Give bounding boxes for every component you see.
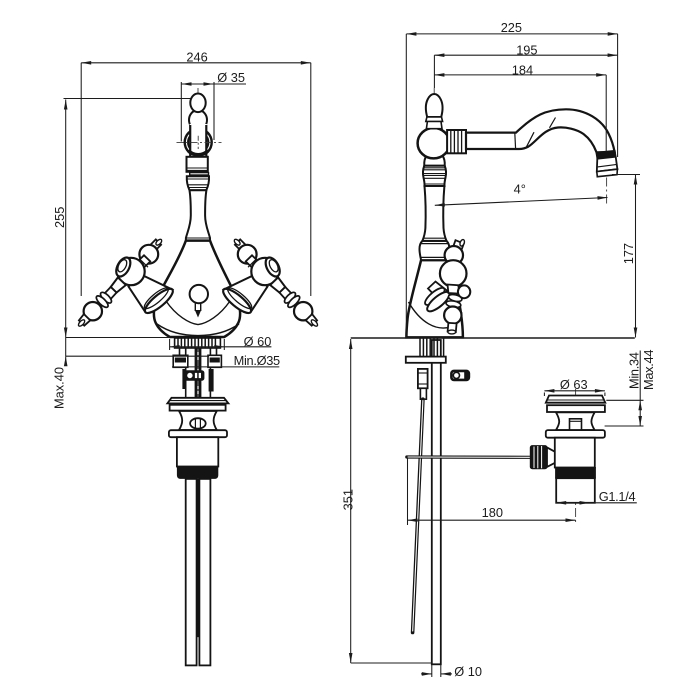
- svg-text:225: 225: [501, 20, 522, 35]
- svg-text:Min.34: Min.34: [627, 352, 642, 389]
- svg-text:Ø 10: Ø 10: [454, 664, 482, 679]
- svg-text:G1.1/4: G1.1/4: [599, 489, 636, 504]
- svg-text:351: 351: [340, 489, 355, 510]
- svg-text:195: 195: [516, 42, 537, 57]
- svg-text:184: 184: [512, 62, 533, 77]
- svg-text:Max.44: Max.44: [641, 350, 656, 390]
- svg-text:255: 255: [52, 207, 67, 228]
- svg-text:Ø 60: Ø 60: [244, 334, 272, 349]
- svg-text:4°: 4°: [514, 182, 526, 197]
- svg-text:Max.40: Max.40: [52, 367, 67, 409]
- svg-text:Min.Ø35: Min.Ø35: [234, 353, 280, 368]
- svg-text:177: 177: [621, 243, 636, 264]
- svg-text:246: 246: [186, 50, 207, 65]
- svg-text:Ø 63: Ø 63: [560, 377, 588, 392]
- svg-text:Ø 35: Ø 35: [217, 70, 245, 85]
- svg-text:180: 180: [482, 505, 503, 520]
